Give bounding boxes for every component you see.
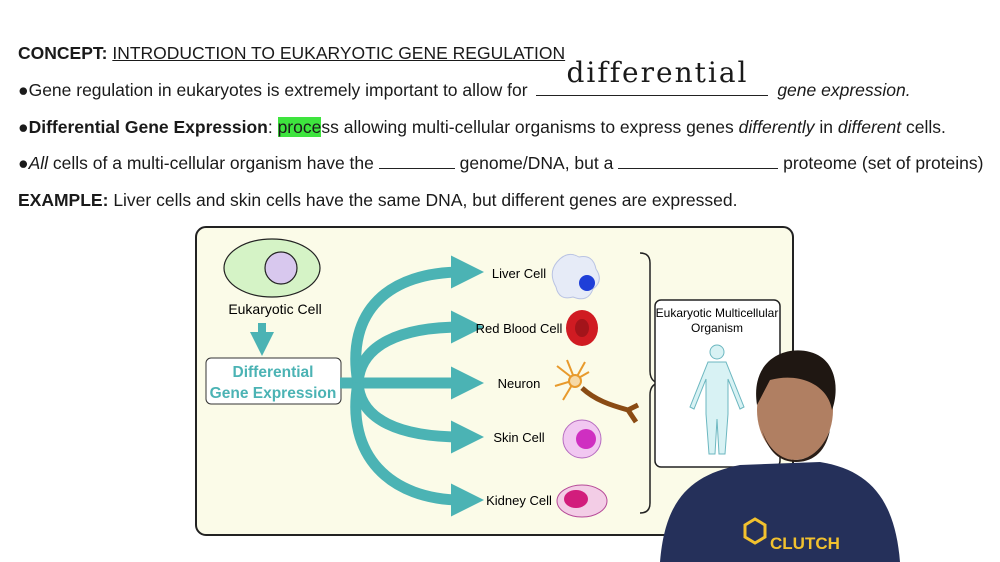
cell-label-liver: Liver Cell: [492, 266, 546, 281]
example-line: EXAMPLE: Liver cells and skin cells have…: [18, 190, 738, 211]
process-label-2: Gene Expression: [210, 385, 337, 402]
bullet-3: ●All cells of a multi-cellular organism …: [18, 153, 984, 173]
bullet-2: ●Differential Gene Expression: process a…: [18, 117, 946, 137]
branch-arrows: [340, 255, 484, 517]
bullet-text: Gene regulation in eukaryotes is extreme…: [28, 80, 528, 100]
concept-heading: CONCEPT: INTRODUCTION TO EUKARYOTIC GENE…: [18, 43, 565, 64]
organism-label-1: Eukaryotic Multicellular: [656, 306, 779, 320]
clutch-logo-icon: [743, 517, 767, 545]
nucleus-icon: [264, 251, 298, 285]
concept-title: INTRODUCTION TO EUKARYOTIC GENE REGULATI…: [112, 43, 566, 63]
bullet-text: cells.: [906, 117, 946, 137]
emphasis: differently: [738, 117, 815, 137]
cell-label-rbc: Red Blood Cell: [476, 321, 563, 336]
presenter-face: [757, 360, 833, 460]
presenter-hair: [756, 350, 836, 410]
cell-label-neuron: Neuron: [498, 376, 541, 391]
emphasis: All: [28, 153, 49, 173]
human-body-icon: [689, 344, 745, 455]
bullet-text: genome/DNA, but a: [459, 153, 614, 173]
bullet-text: in: [819, 117, 834, 137]
source-label: Eukaryotic Cell: [228, 301, 321, 317]
arrow-kidney: [350, 382, 484, 517]
arrow-rbc: [352, 310, 484, 384]
bullet-text: gene expression.: [777, 80, 911, 100]
arrow-liver: [350, 255, 484, 384]
handwritten-answer: differential: [566, 56, 749, 89]
bullet-text: ss allowing multi-cellular organisms to …: [321, 117, 734, 137]
bullet-1: ●Gene regulation in eukaryotes is extrem…: [18, 56, 911, 101]
presenter-beard: [762, 430, 830, 462]
emphasis: different: [837, 117, 902, 137]
organism-label-2: Organism: [691, 321, 743, 335]
presenter-video: CLUTCH: [660, 350, 900, 562]
shirt-logo-text: CLUTCH: [770, 534, 840, 553]
process-label-1: Differential: [233, 364, 314, 381]
answer-blank-1: differential: [536, 56, 769, 101]
neuron-icon: [554, 359, 640, 424]
cell-label-skin: Skin Cell: [493, 430, 544, 445]
answer-blank-3: [618, 168, 779, 169]
concept-label: CONCEPT:: [18, 43, 108, 63]
example-label: EXAMPLE:: [18, 190, 109, 210]
colon: :: [267, 117, 273, 137]
term: Differential Gene Expression: [28, 117, 268, 137]
highlighted-text: proce: [277, 117, 322, 137]
bullet-text: proteome (set of proteins): [783, 153, 984, 173]
bullet-text: cells of a multi-cellular organism have …: [52, 153, 374, 173]
answer-blank-2: [378, 168, 455, 169]
presenter-shirt: [660, 462, 900, 562]
example-text: Liver cells and skin cells have the same…: [113, 190, 738, 210]
cell-label-kidney: Kidney Cell: [486, 493, 552, 508]
